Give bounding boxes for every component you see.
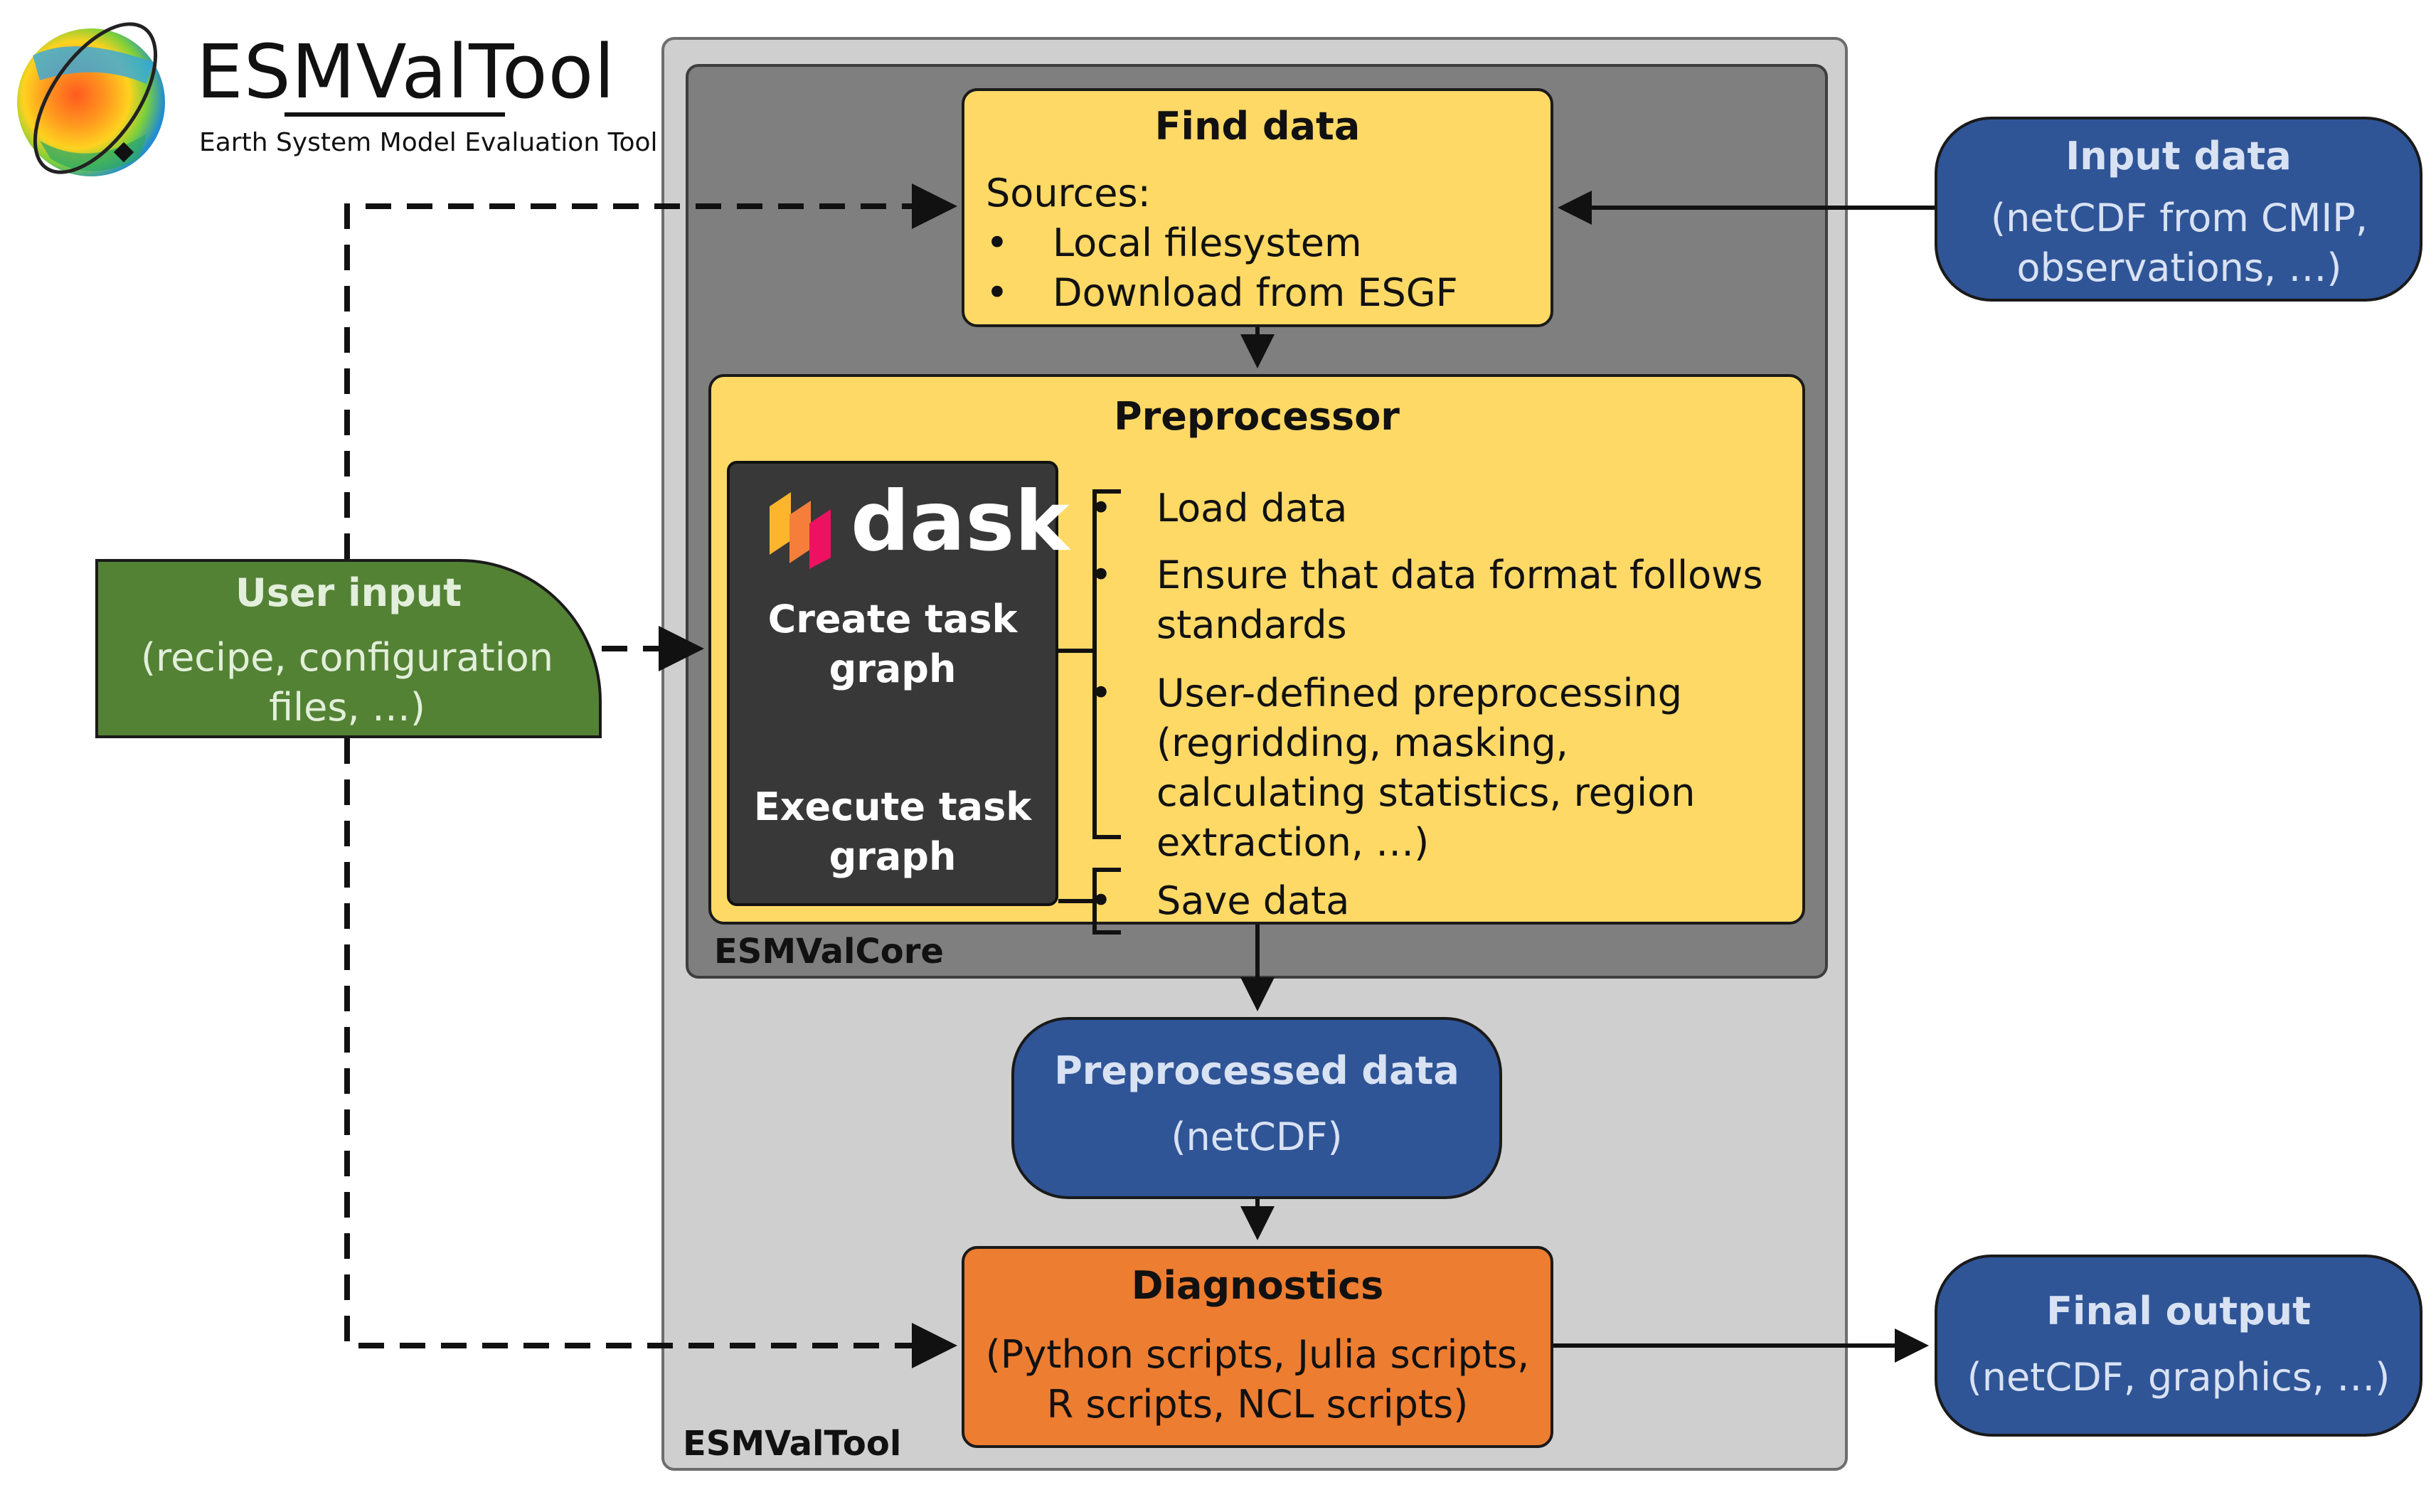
source-item-label: Download from ESGF [1053, 270, 1458, 315]
user-input-title: User input [235, 570, 462, 615]
preprocessor-title: Preprocessor [1114, 394, 1400, 439]
preprocessed-data-title: Preprocessed data [1054, 1048, 1459, 1093]
preprocessor-step: • Ensure that data format follows standa… [1090, 550, 1787, 650]
bullet: • [1090, 486, 1112, 531]
logo-underline [284, 112, 505, 117]
bracket-execute-top [1092, 868, 1121, 872]
logo-subtitle: Earth System Model Evaluation Tool [199, 128, 658, 157]
user-input-node: User input (recipe, configuration files,… [95, 559, 602, 738]
input-data-text: (netCDF from CMIP, observations, …) [1991, 196, 2368, 290]
find-data-title: Find data [1154, 104, 1361, 149]
bracket-execute-bottom [1092, 930, 1121, 935]
preprocessed-data-node: Preprocessed data (netCDF) [1011, 1017, 1502, 1199]
source-item: • Download from ESGF [986, 270, 1526, 320]
preprocessor-step-label: Load data [1156, 486, 1348, 531]
bracket-create-stem [1058, 649, 1092, 653]
create-task-graph-label: Create task graph [767, 597, 1018, 691]
preprocessor-step: • Load data [1090, 484, 1787, 533]
preprocessor-box: Preprocessor dask Create task graph Exec… [708, 374, 1805, 935]
logo-title: ESMValTool [196, 28, 616, 115]
preprocessor-step: • User-defined preprocessing (regridding… [1090, 669, 1787, 865]
user-input-text: (recipe, configuration files, …) [140, 635, 554, 730]
bracket-execute-line [1092, 868, 1097, 935]
diagnostics-text: (Python scripts, Julia scripts, R script… [985, 1332, 1530, 1427]
bracket-execute-stem [1058, 899, 1092, 903]
diagnostics-node: Diagnostics (Python scripts, Julia scrip… [962, 1246, 1553, 1448]
dask-wordmark: dask [851, 474, 1070, 570]
dask-logo-icon [762, 478, 841, 570]
find-data-box: Find data Sources: • Local filesystem • … [962, 88, 1553, 327]
bullet: • [1090, 671, 1112, 715]
source-item: • Local filesystem [986, 220, 1526, 270]
bracket-create-line [1092, 489, 1097, 839]
bullet: • [1090, 553, 1112, 597]
final-output-title: Final output [2046, 1289, 2311, 1333]
preprocessor-step: • Save data [1090, 876, 1787, 926]
preprocessor-step-label: Ensure that data format follows standard… [1156, 553, 1763, 647]
esmvaltool-label: ESMValTool [683, 1424, 902, 1464]
source-item-label: Local filesystem [1053, 220, 1362, 265]
bracket-create-top [1092, 489, 1121, 494]
bullet: • [986, 220, 1009, 265]
esmvaltool-globe-logo [11, 13, 179, 181]
diagnostics-title: Diagnostics [1131, 1263, 1384, 1308]
bracket-create-bottom [1092, 835, 1121, 839]
preprocessor-step-label: Save data [1156, 878, 1350, 923]
sources-label: Sources: [986, 171, 1151, 215]
input-data-title: Input data [2065, 134, 2292, 179]
bullet: • [1090, 878, 1112, 923]
final-output-text: (netCDF, graphics, …) [1967, 1355, 2390, 1400]
esmvalcore-label: ESMValCore [714, 932, 944, 971]
dask-panel: dask Create task graph Execute task grap… [727, 461, 1070, 906]
bullet: • [986, 270, 1009, 315]
final-output-node: Final output (netCDF, graphics, …) [1935, 1255, 2422, 1437]
input-data-node: Input data (netCDF from CMIP, observatio… [1935, 117, 2422, 302]
execute-task-graph-label: Execute task graph [753, 784, 1032, 879]
preprocessor-step-label: User-defined preprocessing (regridding, … [1156, 671, 1696, 865]
preprocessed-data-text: (netCDF) [1171, 1114, 1343, 1159]
